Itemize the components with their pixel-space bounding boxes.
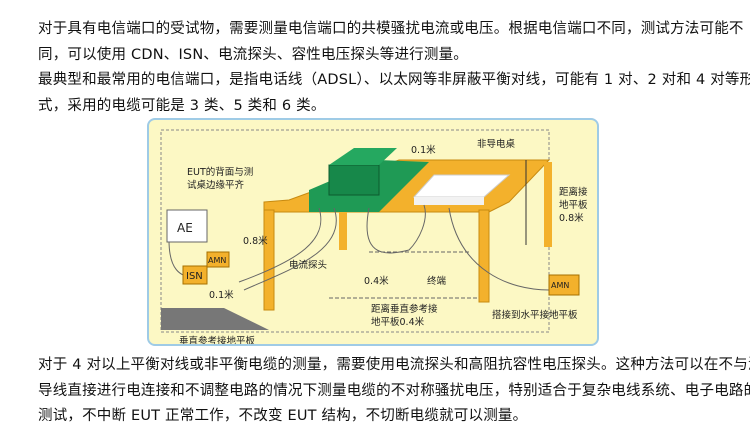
label-nonconductive-table: 非导电桌 bbox=[477, 138, 516, 150]
label-current-probe: 电流探头 bbox=[289, 259, 327, 271]
paragraph-3: 对于 4 对以上平衡对线或非平衡电缆的测量，需要使用电流探头和高阻抗容性电压探头… bbox=[38, 357, 750, 424]
amn-right-label: AMN bbox=[551, 281, 569, 290]
label-bond: 搭接到水平接地平板 bbox=[492, 309, 578, 321]
amn-left-label: AMN bbox=[208, 256, 226, 265]
isn-label: ISN bbox=[186, 271, 203, 282]
test-setup-diagram: AE AMN ISN AMN EUT的背面与测 试桌边缘平齐 0.1米 非导电桌… bbox=[147, 118, 599, 347]
label-vertical-plane: 垂直参考接地平板 bbox=[179, 335, 256, 344]
isn-box bbox=[182, 265, 208, 285]
ae-label: AE bbox=[177, 221, 193, 235]
label-vertical-dist-1: 距离垂直参考接 bbox=[371, 303, 438, 315]
label-eut-align: EUT的背面与测 bbox=[187, 166, 253, 178]
ae-box bbox=[166, 209, 208, 243]
label-d04: 0.4米 bbox=[364, 275, 389, 287]
amn-right bbox=[548, 274, 580, 296]
label-height-2: 地平板 bbox=[559, 199, 588, 211]
amn-left bbox=[206, 251, 230, 268]
label-d01-bottom: 0.1米 bbox=[209, 289, 234, 301]
eut-box bbox=[328, 164, 380, 196]
label-termination: 终端 bbox=[427, 275, 447, 287]
vertical-reference-plane bbox=[161, 308, 269, 330]
paragraph-2: 最典型和最常用的电信端口，是指电话线（ADSL）、以太网等非屏蔽平衡对线，可能有… bbox=[38, 72, 750, 114]
label-eut-align-2: 试桌边缘平齐 bbox=[187, 179, 245, 191]
label-height-1: 距离接 bbox=[559, 186, 588, 198]
paragraph-1: 对于具有电信端口的受试物，需要测量电信端口的共模骚扰电流或电压。根据电信端口不同… bbox=[38, 21, 744, 63]
label-d08: 0.8米 bbox=[243, 235, 268, 247]
label-height-3: 0.8米 bbox=[559, 212, 584, 224]
label-vertical-dist-2: 地平板0.4米 bbox=[371, 316, 425, 328]
label-d01-top: 0.1米 bbox=[411, 144, 436, 156]
